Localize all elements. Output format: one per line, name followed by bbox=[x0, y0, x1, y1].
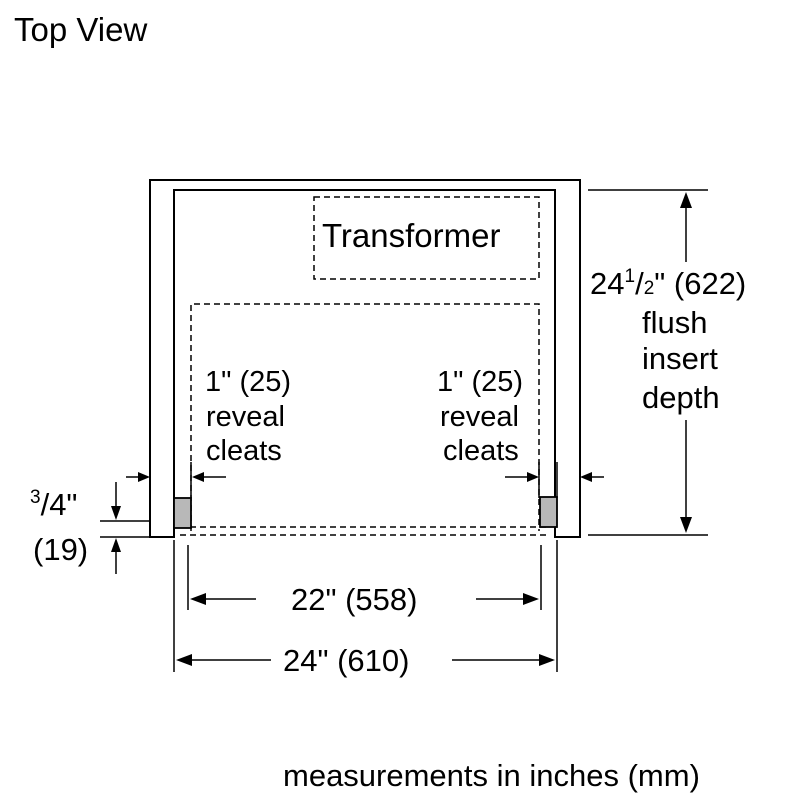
depth-line1: 241/2" (622) bbox=[590, 266, 746, 301]
left-reveal-line1: 1" (25) bbox=[205, 366, 291, 398]
transformer-box bbox=[313, 196, 540, 280]
right-reveal-line2: reveal bbox=[440, 401, 519, 433]
outer-width-label: 24" (610) bbox=[283, 643, 409, 678]
left-reveal-dimension bbox=[126, 462, 226, 498]
transformer-label: Transformer bbox=[322, 217, 500, 254]
left-reveal-label: 1" (25) reveal cleats bbox=[205, 366, 291, 467]
thickness-label: 3/4" (19) bbox=[30, 487, 88, 567]
depth-frac-den: 2 bbox=[644, 278, 655, 299]
measurement-note: measurements in inches (mm) bbox=[283, 758, 700, 793]
left-reveal-line2: reveal bbox=[206, 401, 285, 433]
left-reveal-cleat bbox=[173, 497, 192, 529]
outer-width-dimension bbox=[173, 540, 558, 672]
inner-width-dimension bbox=[187, 545, 542, 610]
depth-label: 241/2" (622) flush insert depth bbox=[590, 266, 746, 415]
depth-line4: depth bbox=[642, 380, 720, 415]
right-reveal-line1: 1" (25) bbox=[437, 366, 523, 398]
depth-line2: flush bbox=[642, 305, 707, 340]
thickness-frac-num: 3 bbox=[30, 487, 41, 508]
right-reveal-line3: cleats bbox=[443, 435, 519, 467]
view-title: Top View bbox=[14, 11, 147, 48]
depth-whole: 24 bbox=[590, 266, 624, 301]
thickness-fraction: 3/4" bbox=[30, 487, 77, 522]
depth-line3: insert bbox=[642, 341, 718, 376]
thickness-dimension bbox=[100, 482, 150, 574]
depth-frac-num: 1 bbox=[624, 266, 635, 287]
depth-frac-sep: / bbox=[635, 266, 644, 301]
right-reveal-label: 1" (25) reveal cleats bbox=[437, 366, 523, 467]
thickness-frac-rest: /4" bbox=[41, 487, 78, 522]
left-reveal-line3: cleats bbox=[206, 435, 282, 467]
right-reveal-dimension bbox=[505, 462, 604, 498]
depth-dimension bbox=[588, 189, 708, 536]
inner-width-label: 22" (558) bbox=[291, 582, 417, 617]
appliance-outline bbox=[180, 303, 550, 536]
thickness-mm: (19) bbox=[33, 532, 88, 567]
cabinet-outline bbox=[149, 179, 581, 538]
right-reveal-cleat bbox=[539, 496, 558, 528]
depth-rest: " (622) bbox=[654, 266, 746, 301]
